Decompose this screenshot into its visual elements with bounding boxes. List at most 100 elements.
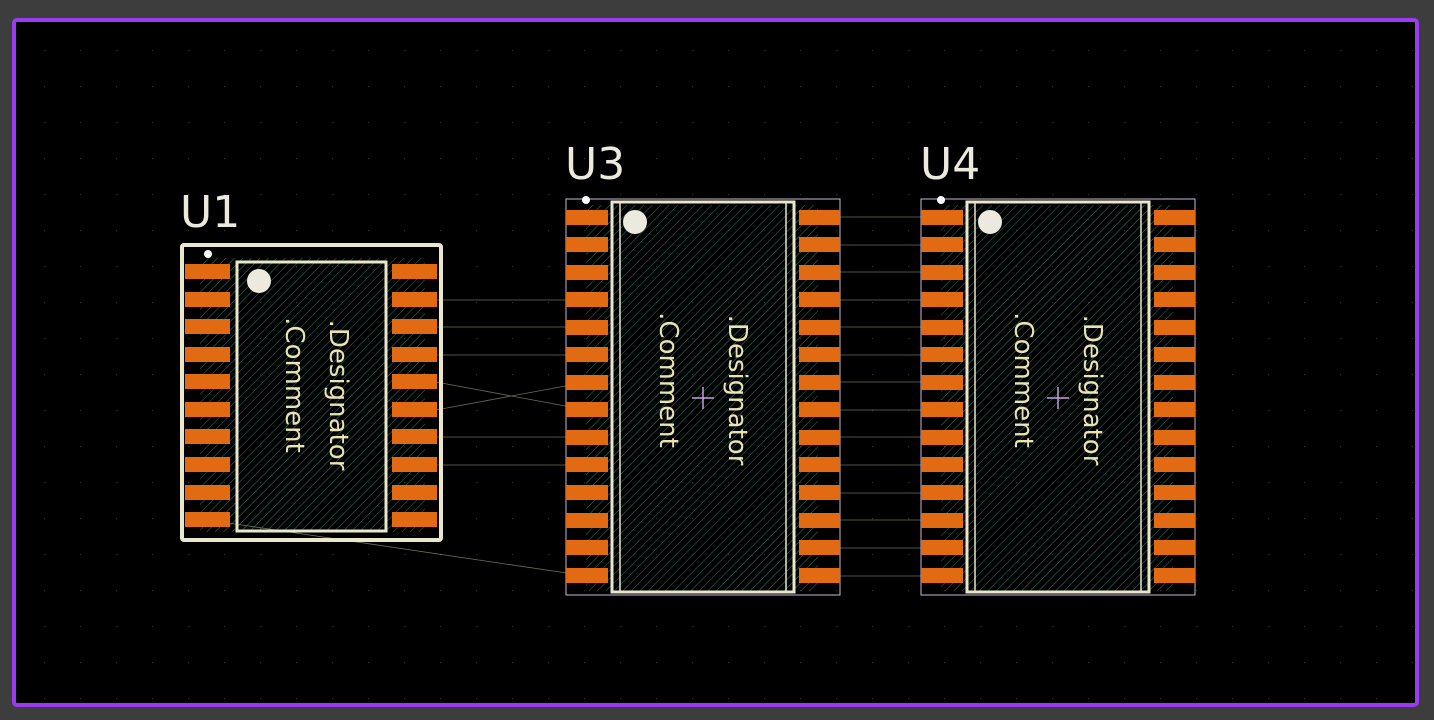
pad[interactable] bbox=[566, 430, 608, 445]
pad[interactable] bbox=[921, 210, 963, 225]
pad[interactable] bbox=[921, 402, 963, 417]
pad[interactable] bbox=[921, 347, 963, 362]
pad[interactable] bbox=[1154, 237, 1195, 252]
pad[interactable] bbox=[566, 347, 608, 362]
component-u4[interactable]: U4 .Designator .Comment bbox=[920, 139, 1196, 596]
ratsnest-lines bbox=[207, 216, 941, 577]
pad[interactable] bbox=[921, 457, 963, 472]
pad[interactable] bbox=[185, 485, 230, 500]
pad[interactable] bbox=[392, 457, 437, 472]
pad[interactable] bbox=[1154, 402, 1195, 417]
pad[interactable] bbox=[392, 485, 437, 500]
pads-left bbox=[566, 210, 608, 583]
pad[interactable] bbox=[566, 457, 608, 472]
pin1-marker bbox=[978, 210, 1002, 234]
pad[interactable] bbox=[392, 292, 437, 307]
pad[interactable] bbox=[799, 237, 840, 252]
pad[interactable] bbox=[392, 512, 437, 527]
pad[interactable] bbox=[799, 457, 840, 472]
pad[interactable] bbox=[1154, 485, 1195, 500]
pad[interactable] bbox=[799, 540, 840, 555]
pad[interactable] bbox=[799, 485, 840, 500]
pad[interactable] bbox=[1154, 320, 1195, 335]
pad[interactable] bbox=[1154, 347, 1195, 362]
pad[interactable] bbox=[566, 265, 608, 280]
pad[interactable] bbox=[799, 292, 840, 307]
component-u3[interactable]: U3 .Designator .Comment bbox=[565, 139, 841, 596]
pad[interactable] bbox=[566, 375, 608, 390]
pad[interactable] bbox=[185, 319, 230, 334]
board-outline[interactable] bbox=[12, 18, 1419, 707]
pad[interactable] bbox=[799, 430, 840, 445]
pad[interactable] bbox=[799, 513, 840, 528]
component-body bbox=[610, 200, 796, 594]
pad[interactable] bbox=[1154, 513, 1195, 528]
comment-field: .Comment bbox=[653, 312, 683, 448]
pad[interactable] bbox=[392, 264, 437, 279]
pad[interactable] bbox=[566, 237, 608, 252]
origin-dot bbox=[937, 196, 945, 204]
pad[interactable] bbox=[799, 375, 840, 390]
designator-field: .Designator bbox=[323, 320, 353, 471]
pad[interactable] bbox=[799, 265, 840, 280]
pad[interactable] bbox=[921, 540, 963, 555]
pad[interactable] bbox=[921, 292, 963, 307]
pad[interactable] bbox=[921, 237, 963, 252]
pad[interactable] bbox=[1154, 210, 1195, 225]
pad[interactable] bbox=[392, 347, 437, 362]
pad[interactable] bbox=[566, 210, 608, 225]
component-outline bbox=[180, 243, 443, 542]
pad[interactable] bbox=[392, 319, 437, 334]
pad[interactable] bbox=[185, 429, 230, 444]
pads-left bbox=[185, 264, 230, 527]
pad[interactable] bbox=[392, 429, 437, 444]
component-body bbox=[965, 200, 1151, 594]
pad[interactable] bbox=[185, 402, 230, 417]
pad[interactable] bbox=[921, 485, 963, 500]
pad[interactable] bbox=[566, 292, 608, 307]
pad[interactable] bbox=[185, 292, 230, 307]
pad[interactable] bbox=[921, 568, 963, 583]
pad[interactable] bbox=[1154, 430, 1195, 445]
pad[interactable] bbox=[1154, 540, 1195, 555]
pad[interactable] bbox=[921, 513, 963, 528]
pad[interactable] bbox=[185, 264, 230, 279]
pad[interactable] bbox=[185, 374, 230, 389]
pad[interactable] bbox=[799, 320, 840, 335]
designator-field: .Designator bbox=[1077, 315, 1107, 466]
component-designator[interactable]: U1 bbox=[180, 187, 240, 238]
pad[interactable] bbox=[799, 568, 840, 583]
component-u1[interactable]: U1 .Designator .Comment bbox=[180, 187, 443, 542]
pad[interactable] bbox=[566, 568, 608, 583]
origin-dot bbox=[204, 250, 212, 258]
pad[interactable] bbox=[566, 402, 608, 417]
pad[interactable] bbox=[921, 265, 963, 280]
pad[interactable] bbox=[799, 347, 840, 362]
pad[interactable] bbox=[921, 320, 963, 335]
pad[interactable] bbox=[1154, 375, 1195, 390]
pad[interactable] bbox=[921, 430, 963, 445]
pad[interactable] bbox=[185, 512, 230, 527]
pad[interactable] bbox=[921, 375, 963, 390]
pad[interactable] bbox=[1154, 292, 1195, 307]
pad[interactable] bbox=[1154, 457, 1195, 472]
pad[interactable] bbox=[566, 320, 608, 335]
pad[interactable] bbox=[1154, 265, 1195, 280]
pad[interactable] bbox=[799, 210, 840, 225]
pad[interactable] bbox=[392, 402, 437, 417]
pad[interactable] bbox=[185, 347, 230, 362]
origin-dot bbox=[582, 196, 590, 204]
designator-field: .Designator bbox=[722, 315, 752, 466]
pad[interactable] bbox=[566, 485, 608, 500]
pad[interactable] bbox=[566, 513, 608, 528]
pads-right bbox=[392, 264, 437, 527]
pad[interactable] bbox=[392, 374, 437, 389]
ratsnest-line bbox=[435, 381, 588, 411]
pad[interactable] bbox=[799, 402, 840, 417]
component-designator[interactable]: U4 bbox=[920, 139, 980, 190]
pad[interactable] bbox=[566, 540, 608, 555]
component-designator[interactable]: U3 bbox=[565, 139, 625, 190]
pad[interactable] bbox=[1154, 568, 1195, 583]
pad[interactable] bbox=[185, 457, 230, 472]
